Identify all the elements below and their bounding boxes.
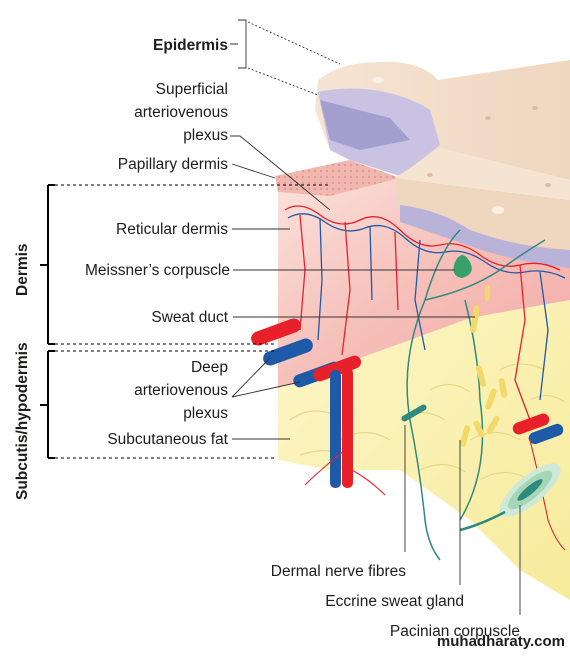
label-epidermis: Epidermis (153, 37, 228, 54)
deep-plexus-vessels (251, 318, 566, 551)
leader-deep-1 (231, 357, 271, 398)
epidermis-layer (315, 60, 570, 268)
leader-superficial (230, 135, 331, 211)
pacinian-corpuscle-shape (459, 463, 561, 532)
label-subcutaneous-fat: Subcutaneous fat (107, 431, 228, 448)
dermis-bracket (40, 184, 330, 345)
label-superficial-line3: plexus (183, 127, 228, 144)
papillary-dermis-region (275, 160, 400, 196)
epidermis-callout-line-bottom (247, 67, 319, 96)
superficial-plexus-vessels (284, 205, 566, 421)
label-superficial-line1: Superficial (156, 81, 228, 98)
eccrine-sweat-gland-shape (459, 285, 508, 447)
watermark-text: muhadharaty.com (437, 633, 565, 650)
subcutis-bracket (40, 350, 275, 459)
leader-lines (230, 135, 521, 615)
label-subcutis-bracket: Subcutis/hypodermis (14, 342, 31, 500)
label-superficial-line2: arteriovenous (134, 104, 228, 121)
label-dermis-bracket: Dermis (14, 243, 31, 296)
nerve-end-marker (401, 404, 427, 422)
label-reticular-dermis: Reticular dermis (116, 221, 228, 238)
meissner-corpuscle-shape (453, 255, 472, 278)
label-sweat-duct: Sweat duct (151, 309, 228, 326)
label-eccrine-sweat-gland: Eccrine sweat gland (325, 593, 464, 610)
label-deep-line3: plexus (183, 405, 228, 422)
label-pacinian-corpuscle: Pacinian corpuscle (390, 623, 520, 640)
label-meissner: Meissner’s corpuscle (85, 262, 230, 279)
leader-papillary (231, 163, 276, 179)
label-papillary-dermis: Papillary dermis (118, 156, 229, 173)
label-deep-line2: arteriovenous (134, 382, 228, 399)
label-deep-line1: Deep (191, 359, 228, 376)
epidermis-bracket (230, 19, 247, 69)
epidermis-callout-line-top (247, 21, 341, 65)
label-dermal-nerve-fibres: Dermal nerve fibres (271, 563, 406, 580)
leader-deep-2 (231, 381, 301, 398)
